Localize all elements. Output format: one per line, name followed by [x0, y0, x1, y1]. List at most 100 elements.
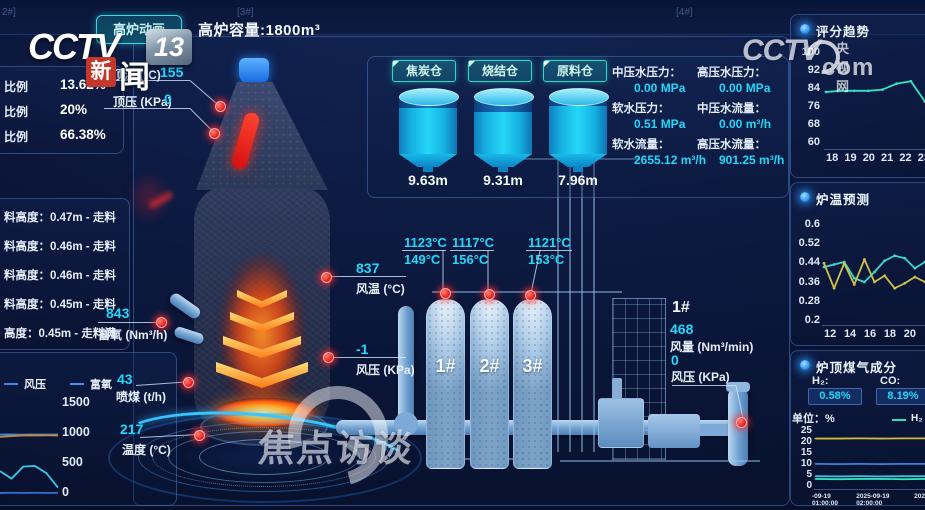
channel-13-badge: 13: [146, 29, 192, 65]
top-strip-label-4: [4#]: [676, 7, 693, 18]
top-strip-label-2: 2#]: [2, 7, 16, 18]
furnace-capacity: 高炉容量:1800m³: [198, 22, 321, 39]
furnace-body: [194, 188, 330, 428]
blast-pressure-label: 风压 (KPa): [356, 363, 415, 377]
riser-pipe-4: [593, 160, 595, 452]
water-hp-pressure-value: 0.00 MPa: [719, 81, 771, 95]
stove-1-dome-temp: 1123°C: [404, 235, 447, 250]
water-hp-pressure-label: 高压水压力：: [697, 67, 766, 79]
level-panel: [0, 198, 130, 350]
bin-tab-sinter[interactable]: 烧结仓: [468, 60, 532, 82]
top-strip-label-3: [3#]: [237, 7, 254, 18]
blast-legend-dash-1: [4, 383, 18, 385]
blower-chimney: [612, 378, 622, 400]
news-badge-wen: 闻: [119, 60, 150, 95]
bin-tank-raw: [549, 88, 609, 172]
stove-3-rule: [526, 250, 572, 251]
blower-flow-value: 468: [670, 321, 694, 337]
ground-line-1: [560, 460, 760, 462]
tank-rim: [399, 88, 459, 106]
blast-pressure-value: -1: [356, 341, 369, 357]
stove-2-name: 2#: [479, 356, 500, 376]
stove-1-indicator-dot: [440, 288, 451, 299]
gas-chart-axis: [814, 489, 925, 490]
oxygen-label: 富氧 (Nm³/h): [98, 328, 168, 342]
bin-tank-sinter: [474, 88, 534, 172]
bin-tab-coke[interactable]: 焦炭仓: [392, 60, 456, 82]
gas-legend-dash: [892, 419, 906, 421]
stove-2-rule: [450, 250, 494, 251]
blast-pressure-line: [332, 357, 406, 358]
score-panel-title: 评分趋势: [816, 25, 871, 39]
tab-furnace-animation[interactable]: 高炉动画: [96, 15, 182, 44]
gas-panel-dot-icon: [800, 360, 810, 370]
platform-ring-outer: [108, 413, 422, 503]
prediction-panel-title: 炉温预测: [816, 193, 871, 207]
hot-blast-stove-2: 2#: [470, 299, 509, 469]
ratio-row-3-label: 比例: [4, 130, 29, 144]
stove-2-flue-temp: 156°C: [452, 252, 489, 267]
water-hp-flow-label: 高压水流量：: [697, 139, 766, 151]
cctvcom-suffix-text: com: [822, 54, 875, 81]
prediction-panel-dot-icon: [800, 192, 810, 202]
jiaodian-text: 焦点访谈: [256, 428, 416, 469]
gas-legend-h2: H₂: [911, 413, 923, 424]
tank-rim: [474, 88, 534, 106]
score-trend-chart: [824, 79, 925, 103]
ratio-row-2-value: 20%: [60, 102, 88, 117]
stove-3-dome-temp: 1121°C: [528, 235, 571, 250]
blast-downpipe: [398, 306, 414, 428]
tank-cone: [474, 154, 532, 167]
stove-1-name: 1#: [435, 356, 456, 376]
hot-blast-stove-3: 3#: [513, 299, 552, 469]
stove-1-drop: [442, 250, 444, 293]
blast-trend-chart: [0, 398, 58, 496]
temp217-value: 217: [120, 421, 144, 437]
riser-pipe-3: [581, 160, 583, 452]
gas-h2-value-box: 0.58%: [808, 388, 862, 405]
stove-2-indicator-dot: [484, 289, 495, 300]
bin-tank-coke: [399, 88, 459, 172]
gas-co-value-box: 8.19%: [876, 388, 925, 405]
gas-panel-title: 炉顶煤气成分: [816, 361, 898, 375]
level-row-5: 高度：0.45m - 走料满: [4, 328, 116, 340]
pipe-elbow: [394, 412, 418, 436]
level-row-3: 料高度：0.46m - 走料: [4, 270, 116, 282]
tank-cone: [399, 154, 457, 167]
cctvcom-cctv-text: CCTV: [742, 34, 821, 67]
tank-stem: [498, 166, 508, 172]
gas-h2-label: H₂:: [812, 375, 829, 387]
gas-unit-label: 单位：%: [792, 413, 835, 425]
stove-3-name: 3#: [522, 356, 543, 376]
blower-flow-label: 风量 (Nm³/min): [670, 340, 754, 354]
water-mp-pressure-value: 0.00 MPa: [634, 81, 686, 95]
stove-2-drop: [487, 250, 489, 294]
blast-legend-2: 富氧: [90, 379, 112, 391]
blast-temp-dot: [321, 272, 332, 283]
furnace-top-cap: [239, 58, 269, 84]
platform-ring-dotted: [152, 427, 376, 487]
news-badge-xin: 新: [86, 57, 116, 87]
blower-pressure-label: 风压 (KPa): [671, 370, 730, 384]
tank-cone: [549, 154, 607, 167]
top-pressure-label: 顶压 (KPa): [113, 95, 172, 109]
score-panel-dot-icon: [800, 24, 810, 34]
top-pressure-line: [104, 108, 190, 109]
blower-pipe-cap: [726, 382, 750, 392]
water-mp-pressure-label: 中压水压力：: [612, 67, 681, 79]
bin-level-raw: 7.96m: [558, 172, 598, 188]
bin-tab-raw[interactable]: 原料仓: [543, 60, 607, 82]
water-soft-flow-label: 软水流量：: [612, 139, 670, 151]
riser-pipe-2: [569, 152, 571, 452]
score-chart-xticks: 181920212223: [826, 152, 925, 164]
top-pressure-dot: [209, 128, 220, 139]
stove-1-rule: [402, 250, 446, 251]
stove-1-flue-temp: 149°C: [404, 252, 441, 267]
bin-level-sinter: 9.31m: [483, 172, 523, 188]
temp217-label: 温度 (°C): [122, 443, 171, 457]
water-hp-flow-value: 901.25 m³/h: [719, 153, 785, 167]
score-chart-axis: [824, 149, 925, 150]
